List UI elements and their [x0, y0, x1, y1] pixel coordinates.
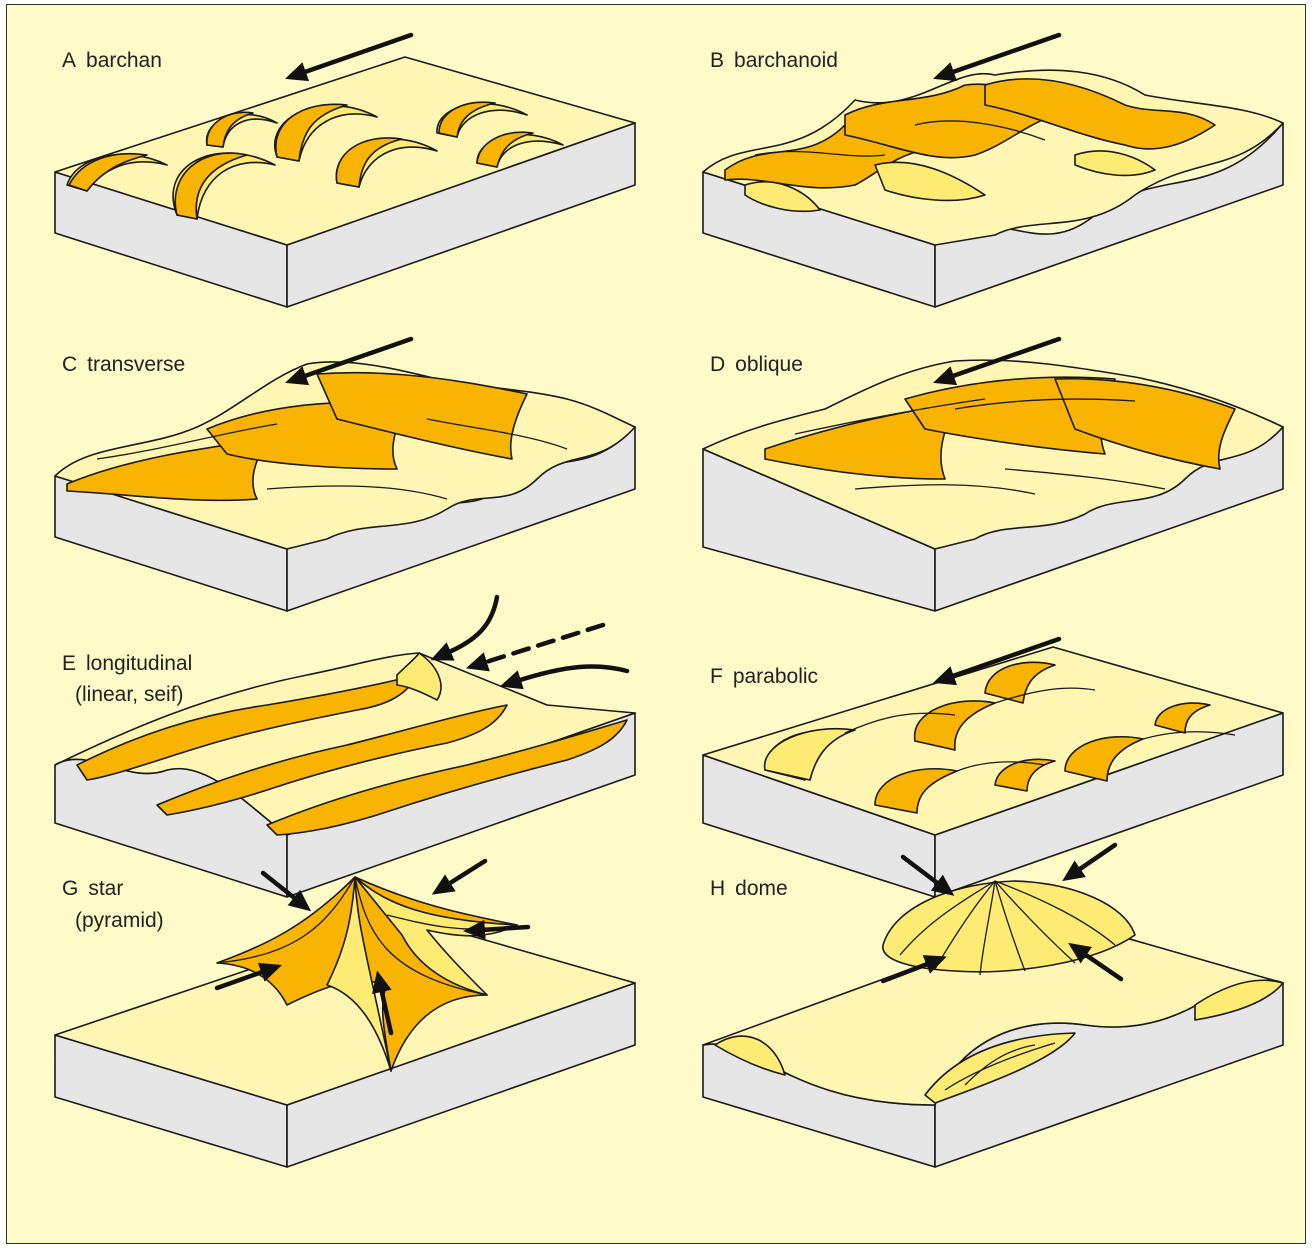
wind-arrow-3	[481, 927, 528, 930]
panel-g-subtitle: (pyramid)	[75, 909, 164, 932]
panel-e-subtitle: (linear, seif)	[75, 683, 184, 706]
